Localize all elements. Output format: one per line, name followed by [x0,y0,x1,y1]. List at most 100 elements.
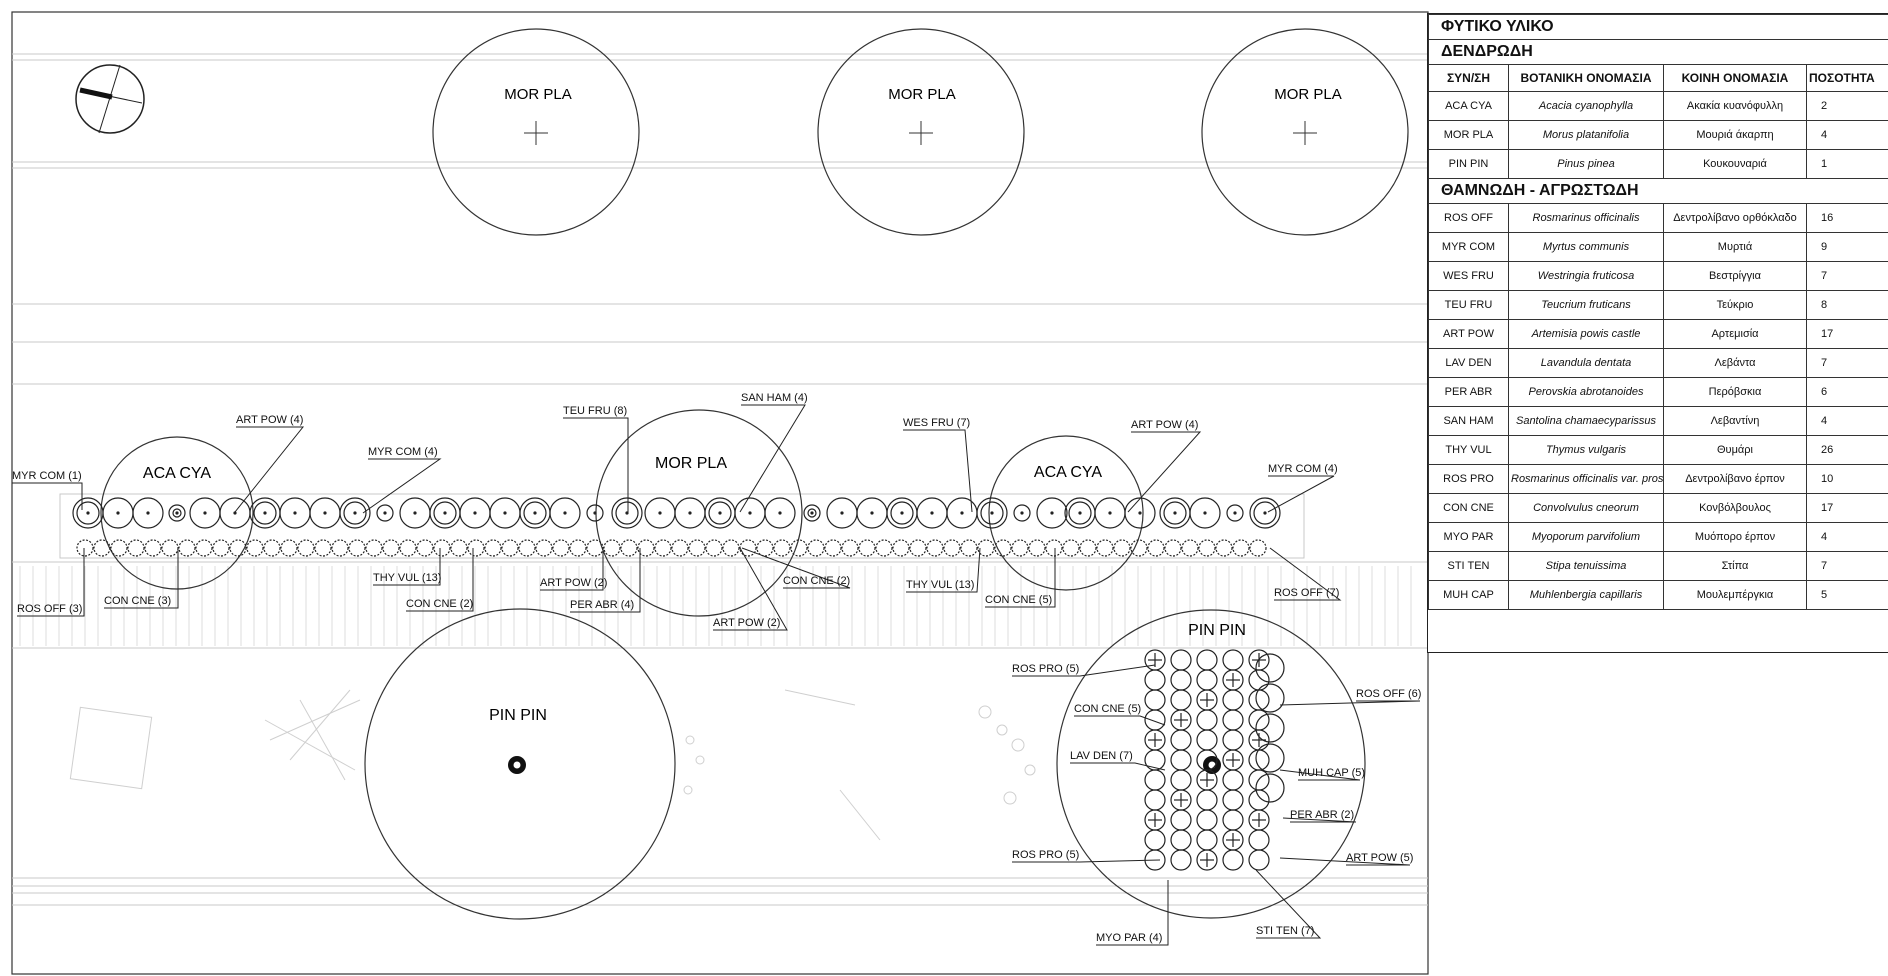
shrub-center [1263,511,1267,515]
shrub-symbol-small [76,539,94,557]
shrub-symbol-inner [807,508,817,518]
shrub-symbol [168,504,186,522]
leader-line [903,429,973,513]
shrub-center [1020,511,1024,515]
shrub-symbol [1226,504,1244,522]
shrub-center [1203,511,1207,515]
leader-line [1279,857,1411,866]
legend-common: Ακακία κυανόφυλλη [1663,91,1807,121]
shrub-symbol [1249,497,1281,529]
shrub-symbol-small [365,539,383,557]
legend-code: MYR COM [1428,232,1509,262]
shrub-symbol-grid [1248,849,1270,871]
legend-code: LAV DEN [1428,348,1509,378]
legend-code: PIN PIN [1428,149,1509,179]
shrub-symbol-inner [615,501,639,525]
shrub-symbol-small [994,539,1012,557]
shrub-symbol-grid [1144,669,1166,691]
shrub-rows [72,497,1285,871]
legend-qty: 7 [1805,348,1888,378]
shrub-symbol-grid-large [1255,653,1285,683]
legend-common: Κουκουναριά [1663,149,1807,179]
legend-botanical: Teucrium fruticans [1508,290,1664,320]
legend-common: Κονβόλβουλος [1663,493,1807,523]
legend-code: ROS PRO [1428,464,1509,494]
shrub-symbol-small [467,539,485,557]
shrub-symbol-small [450,539,468,557]
shrub-symbol-small [552,539,570,557]
shrub-symbol-grid [1196,829,1218,851]
shrub-center [1233,511,1237,515]
shrub-symbol-grid [1144,709,1166,731]
leader-line [12,482,83,510]
shrub-center [1173,511,1177,515]
leader-line [1012,859,1161,863]
shrub-symbol [339,497,371,529]
legend-botanical: Myrtus communis [1508,232,1664,262]
shrub-symbol-small [569,539,587,557]
shrub-symbol-inner [1163,501,1187,525]
legend-header-common: ΚΟΙΝΗ ΟΝΟΜΑΣΙΑ [1663,64,1807,92]
legend-qty: 4 [1805,406,1888,436]
shrub-symbol-small [535,539,553,557]
shrub-symbol-inner [980,501,1004,525]
shrub-symbol-grid [1196,729,1218,751]
leader-line [1269,547,1342,601]
tree-mor-pla-top-1: MOR PLA [432,28,640,236]
legend-code: MYO PAR [1428,522,1509,552]
shrub-symbol-small [807,539,825,557]
leader-line [1282,817,1357,823]
legend-common: Στίπα [1663,551,1807,581]
shrub-symbol-small [314,539,332,557]
shrub-symbol-grid [1170,689,1192,711]
shrub-center [1078,511,1082,515]
shrub-symbol-grid [1170,669,1192,691]
shrub-symbol-grid [1170,849,1192,871]
shrub-symbol-grid [1196,669,1218,691]
shrub-symbol-small [671,539,689,557]
shrub-symbol-small [93,539,111,557]
legend-common: Δεντρολίβανο ορθόκλαδο [1663,203,1807,233]
shrub-center [116,511,120,515]
shrub-symbol-inner [1253,501,1277,525]
legend-code: WES FRU [1428,261,1509,291]
shrub-center [533,511,537,515]
plan-frame [11,11,1429,975]
leader-line [713,547,788,631]
shrub-symbol-small [943,539,961,557]
legend-botanical: Santolina chamaecyparissus [1508,406,1664,436]
legend-qty: 10 [1805,464,1888,494]
plant-label: PER ABR (4) [570,599,634,611]
leader-line [234,426,305,513]
shrub-symbol-small [977,539,995,557]
leader-line [1012,664,1156,677]
shrub-symbol-small [688,539,706,557]
legend-code: ROS OFF [1428,203,1509,233]
shrub-center [688,511,692,515]
shrub-symbol-small [1062,539,1080,557]
shrub-symbol-small [722,539,740,557]
shrub-symbol-small [212,539,230,557]
legend-common: Λεβαντίνη [1663,406,1807,436]
plant-label: ROS OFF (7) [1274,587,1339,599]
shrub-center [900,511,904,515]
plant-label: MUH CAP (5) [1298,767,1365,779]
shrub-symbol-small [280,539,298,557]
shrub-symbol-small [654,539,672,557]
shrub-symbol [586,504,604,522]
shrub-symbol-small [144,539,162,557]
legend-qty: 4 [1805,522,1888,552]
shrub-symbol-grid [1248,669,1270,691]
plant-label: CON CNE (3) [104,595,171,607]
plant-label: PER ABR (2) [1290,809,1354,821]
leader-line [362,458,442,514]
shrub-symbol-grid [1248,789,1270,811]
shrub-symbol-small [433,539,451,557]
legend-code: CON CNE [1428,493,1509,523]
